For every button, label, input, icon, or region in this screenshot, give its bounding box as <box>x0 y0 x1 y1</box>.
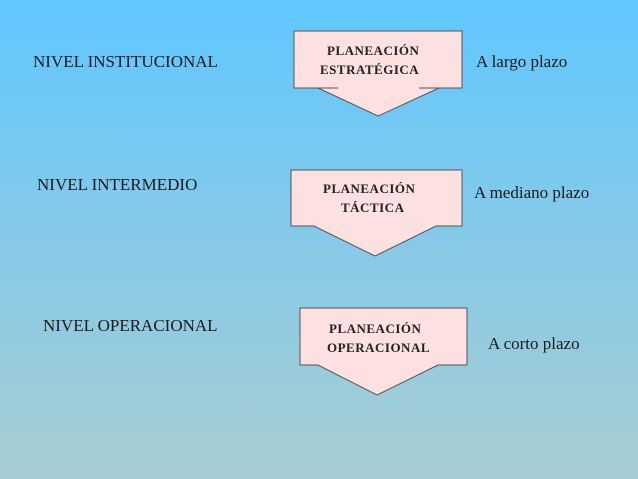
box-text-operacional: PLANEACIÓN OPERACIONAL <box>327 319 430 357</box>
box-line1: PLANEACIÓN <box>329 321 422 336</box>
term-label-corto: A corto plazo <box>488 334 580 353</box>
level-label-intermedio: NIVEL INTERMEDIO <box>37 175 198 194</box>
term-label-mediano: A mediano plazo <box>474 183 590 202</box>
box-line1: PLANEACIÓN <box>323 181 416 196</box>
arrow-shape-operacional <box>299 307 468 396</box>
box-text-estrategica: PLANEACIÓN ESTRATÉGICA <box>320 41 419 79</box>
box-line2: OPERACIONAL <box>327 340 431 355</box>
level-label-institucional: NIVEL INSTITUCIONAL <box>33 52 218 71</box>
term-label-largo: A largo plazo <box>476 52 568 71</box>
arrow-shape-estrategica <box>293 30 463 117</box>
box-text-tactica: PLANEACIÓN TÁCTICA <box>323 179 415 217</box>
arrow-shape-tactica <box>290 169 463 257</box>
box-line2: TÁCTICA <box>341 200 405 215</box>
level-label-operacional: NIVEL OPERACIONAL <box>43 316 218 335</box>
box-line1: PLANEACIÓN <box>327 43 420 58</box>
box-line2: ESTRATÉGICA <box>320 62 420 77</box>
